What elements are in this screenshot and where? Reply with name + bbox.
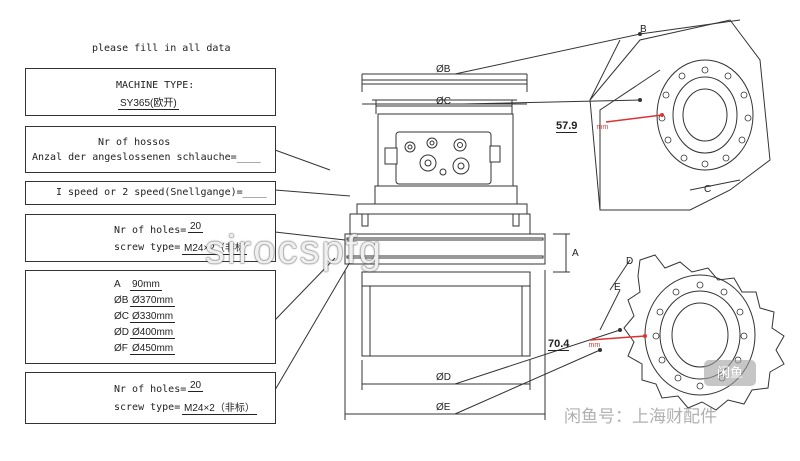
machine-type-box: MACHINE TYPE: SY365(欧开) [25, 68, 276, 116]
machine-type-value[interactable]: SY365(欧开) [118, 94, 179, 110]
dim-row-c: ØC Ø330mm [114, 311, 274, 327]
screw-bottom-value[interactable]: M24×2（非标） [182, 399, 257, 415]
holes-top-value[interactable]: 20 [188, 221, 204, 233]
form-heading: please fill in all data [92, 43, 231, 54]
dim-row-b: ØB Ø370mm [114, 295, 274, 311]
dim-prefix: ØC [114, 311, 129, 322]
hoses-field[interactable]: Anzal der angeslossenen schlauche=____ [32, 152, 261, 163]
measure-bottom: 70.4 mm [548, 332, 600, 351]
dimensions-list: A 90mm ØB Ø370mm ØC Ø330mm ØD Ø400mm ØF … [114, 279, 274, 359]
dim-value[interactable]: 90mm [130, 279, 162, 291]
dim-value[interactable]: Ø400mm [130, 327, 176, 339]
measure-top-unit: mm [596, 124, 609, 131]
screw-top-value[interactable]: M24×2（非标 [182, 239, 247, 255]
view-label-d: D [626, 256, 634, 267]
measure-bottom-value: 70.4 [548, 338, 570, 351]
holes-bottom-box: Nr of holes= 20 screw type= M24×2（非标） [25, 372, 276, 424]
view-label-b: B [640, 24, 647, 35]
dim-label-d: ØD [436, 372, 451, 383]
holes-top-label: Nr of holes= [114, 225, 187, 236]
hoses-label: Nr of hossos [98, 137, 171, 148]
screw-top-label: screw type= [114, 242, 181, 253]
holes-bottom-value[interactable]: 20 [188, 380, 204, 392]
dim-row-d: ØD Ø400mm [114, 327, 274, 343]
dim-value[interactable]: Ø370mm [130, 295, 176, 307]
hoses-box: Nr of hossos Anzal der angeslossenen sch… [25, 126, 276, 173]
watermark-logo: 闲鱼 [704, 360, 756, 386]
leader-line [274, 149, 331, 171]
dim-label-e: ØE [436, 402, 451, 413]
holes-bottom-label: Nr of holes= [114, 384, 187, 395]
dim-prefix: ØB [114, 295, 129, 306]
dim-label-b: ØB [436, 64, 451, 75]
view-label-e: E [614, 282, 621, 293]
dim-value[interactable]: Ø450mm [130, 343, 176, 355]
dim-value[interactable]: Ø330mm [130, 311, 176, 323]
view-label-c: C [704, 184, 712, 195]
watermark-bottom-right: 闲鱼号：上海财配件 [564, 407, 717, 426]
dim-label-a: A [572, 248, 579, 259]
holes-top-box: Nr of holes= 20 screw type= M24×2（非标 [25, 214, 276, 262]
dim-label-c: ØC [436, 96, 451, 107]
watermark-center: sirocspfg [205, 228, 384, 272]
speed-box: I speed or 2 speed(Snellgange)=____ [25, 181, 276, 205]
screw-bottom-label: screw type= [114, 402, 181, 413]
measure-bottom-unit: mm [588, 342, 601, 349]
dimensions-box: A 90mm ØB Ø370mm ØC Ø330mm ØD Ø400mm ØF … [25, 270, 276, 364]
dim-prefix: ØF [114, 343, 128, 354]
machine-type-label: MACHINE TYPE: [116, 80, 195, 91]
measure-top-value: 57.9 [556, 120, 578, 133]
dim-row-a: A 90mm [114, 279, 274, 295]
dim-prefix: ØD [114, 327, 129, 338]
dim-prefix: A [114, 279, 121, 290]
speed-field[interactable]: I speed or 2 speed(Snellgange)=____ [56, 187, 267, 198]
measure-top: 57.9 mm [556, 114, 608, 133]
dim-row-f: ØF Ø450mm [114, 343, 274, 359]
